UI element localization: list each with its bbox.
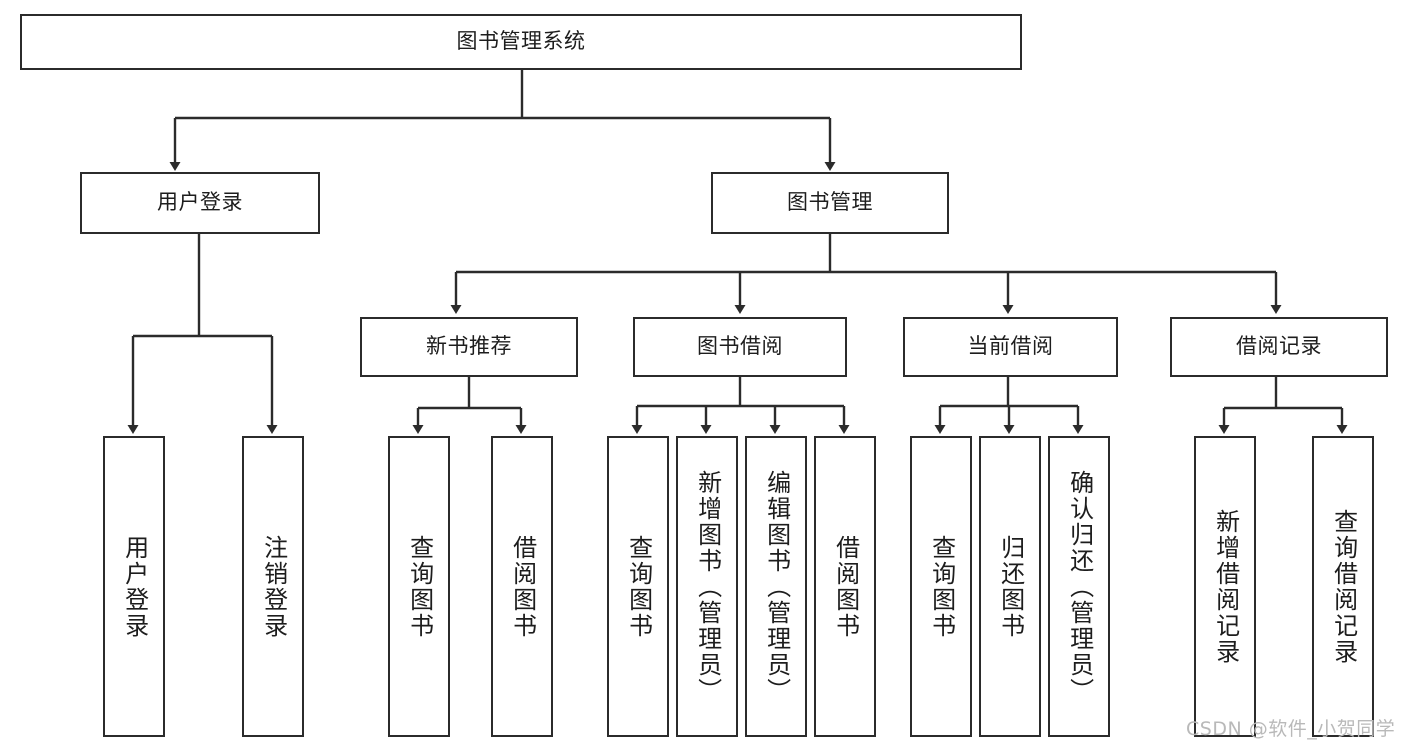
node-book-management[interactable]: 图书管理 <box>711 172 949 234</box>
leaf-new-book-query-book[interactable]: 查询图书 <box>388 436 450 737</box>
leaf-book-borrow-edit-book-admin[interactable]: 编辑图书（管理员） <box>745 436 807 737</box>
node-label: 用户登录 <box>157 190 243 215</box>
leaf-book-borrow-borrow-book[interactable]: 借阅图书 <box>814 436 876 737</box>
node-label: 图书借阅 <box>697 334 783 359</box>
node-label: 借阅记录 <box>1236 334 1322 359</box>
node-new-book-recommendation[interactable]: 新书推荐 <box>360 317 578 377</box>
node-borrow-record[interactable]: 借阅记录 <box>1170 317 1388 377</box>
node-label: 用户登录 <box>120 534 149 639</box>
node-root-book-management-system[interactable]: 图书管理系统 <box>20 14 1022 70</box>
node-label: 归还图书 <box>996 534 1025 639</box>
node-current-borrow[interactable]: 当前借阅 <box>903 317 1118 377</box>
leaf-borrow-record-add-record[interactable]: 新增借阅记录 <box>1194 436 1256 737</box>
node-user-login[interactable]: 用户登录 <box>80 172 320 234</box>
node-label: 新书推荐 <box>426 334 512 359</box>
node-label: 图书管理 <box>787 190 873 215</box>
node-label: 查询图书 <box>624 534 653 639</box>
node-label: 注销登录 <box>259 534 288 639</box>
leaf-new-book-borrow-book[interactable]: 借阅图书 <box>491 436 553 737</box>
leaf-book-borrow-add-book-admin[interactable]: 新增图书（管理员） <box>676 436 738 737</box>
node-label: 查询图书 <box>405 534 434 639</box>
node-label: 借阅图书 <box>831 534 860 639</box>
node-label: 查询图书 <box>927 534 956 639</box>
leaf-current-borrow-return-book[interactable]: 归还图书 <box>979 436 1041 737</box>
node-label: 借阅图书 <box>508 534 537 639</box>
leaf-current-borrow-query-book[interactable]: 查询图书 <box>910 436 972 737</box>
leaf-book-borrow-query-book[interactable]: 查询图书 <box>607 436 669 737</box>
node-label: 查询借阅记录 <box>1329 508 1358 665</box>
node-label: 确认归还（管理员） <box>1065 469 1094 704</box>
node-book-borrow[interactable]: 图书借阅 <box>633 317 847 377</box>
leaf-borrow-record-query-record[interactable]: 查询借阅记录 <box>1312 436 1374 737</box>
leaf-user-login-logout[interactable]: 注销登录 <box>242 436 304 737</box>
node-label: 新增图书（管理员） <box>693 469 722 704</box>
node-label: 图书管理系统 <box>456 29 586 54</box>
node-label: 当前借阅 <box>967 334 1054 359</box>
node-label: 编辑图书（管理员） <box>762 469 791 704</box>
csdn-watermark: CSDN @软件_小贺同学 <box>1186 718 1396 740</box>
leaf-user-login-login[interactable]: 用户登录 <box>103 436 165 737</box>
leaf-current-borrow-confirm-return-admin[interactable]: 确认归还（管理员） <box>1048 436 1110 737</box>
node-label: 新增借阅记录 <box>1211 508 1240 665</box>
